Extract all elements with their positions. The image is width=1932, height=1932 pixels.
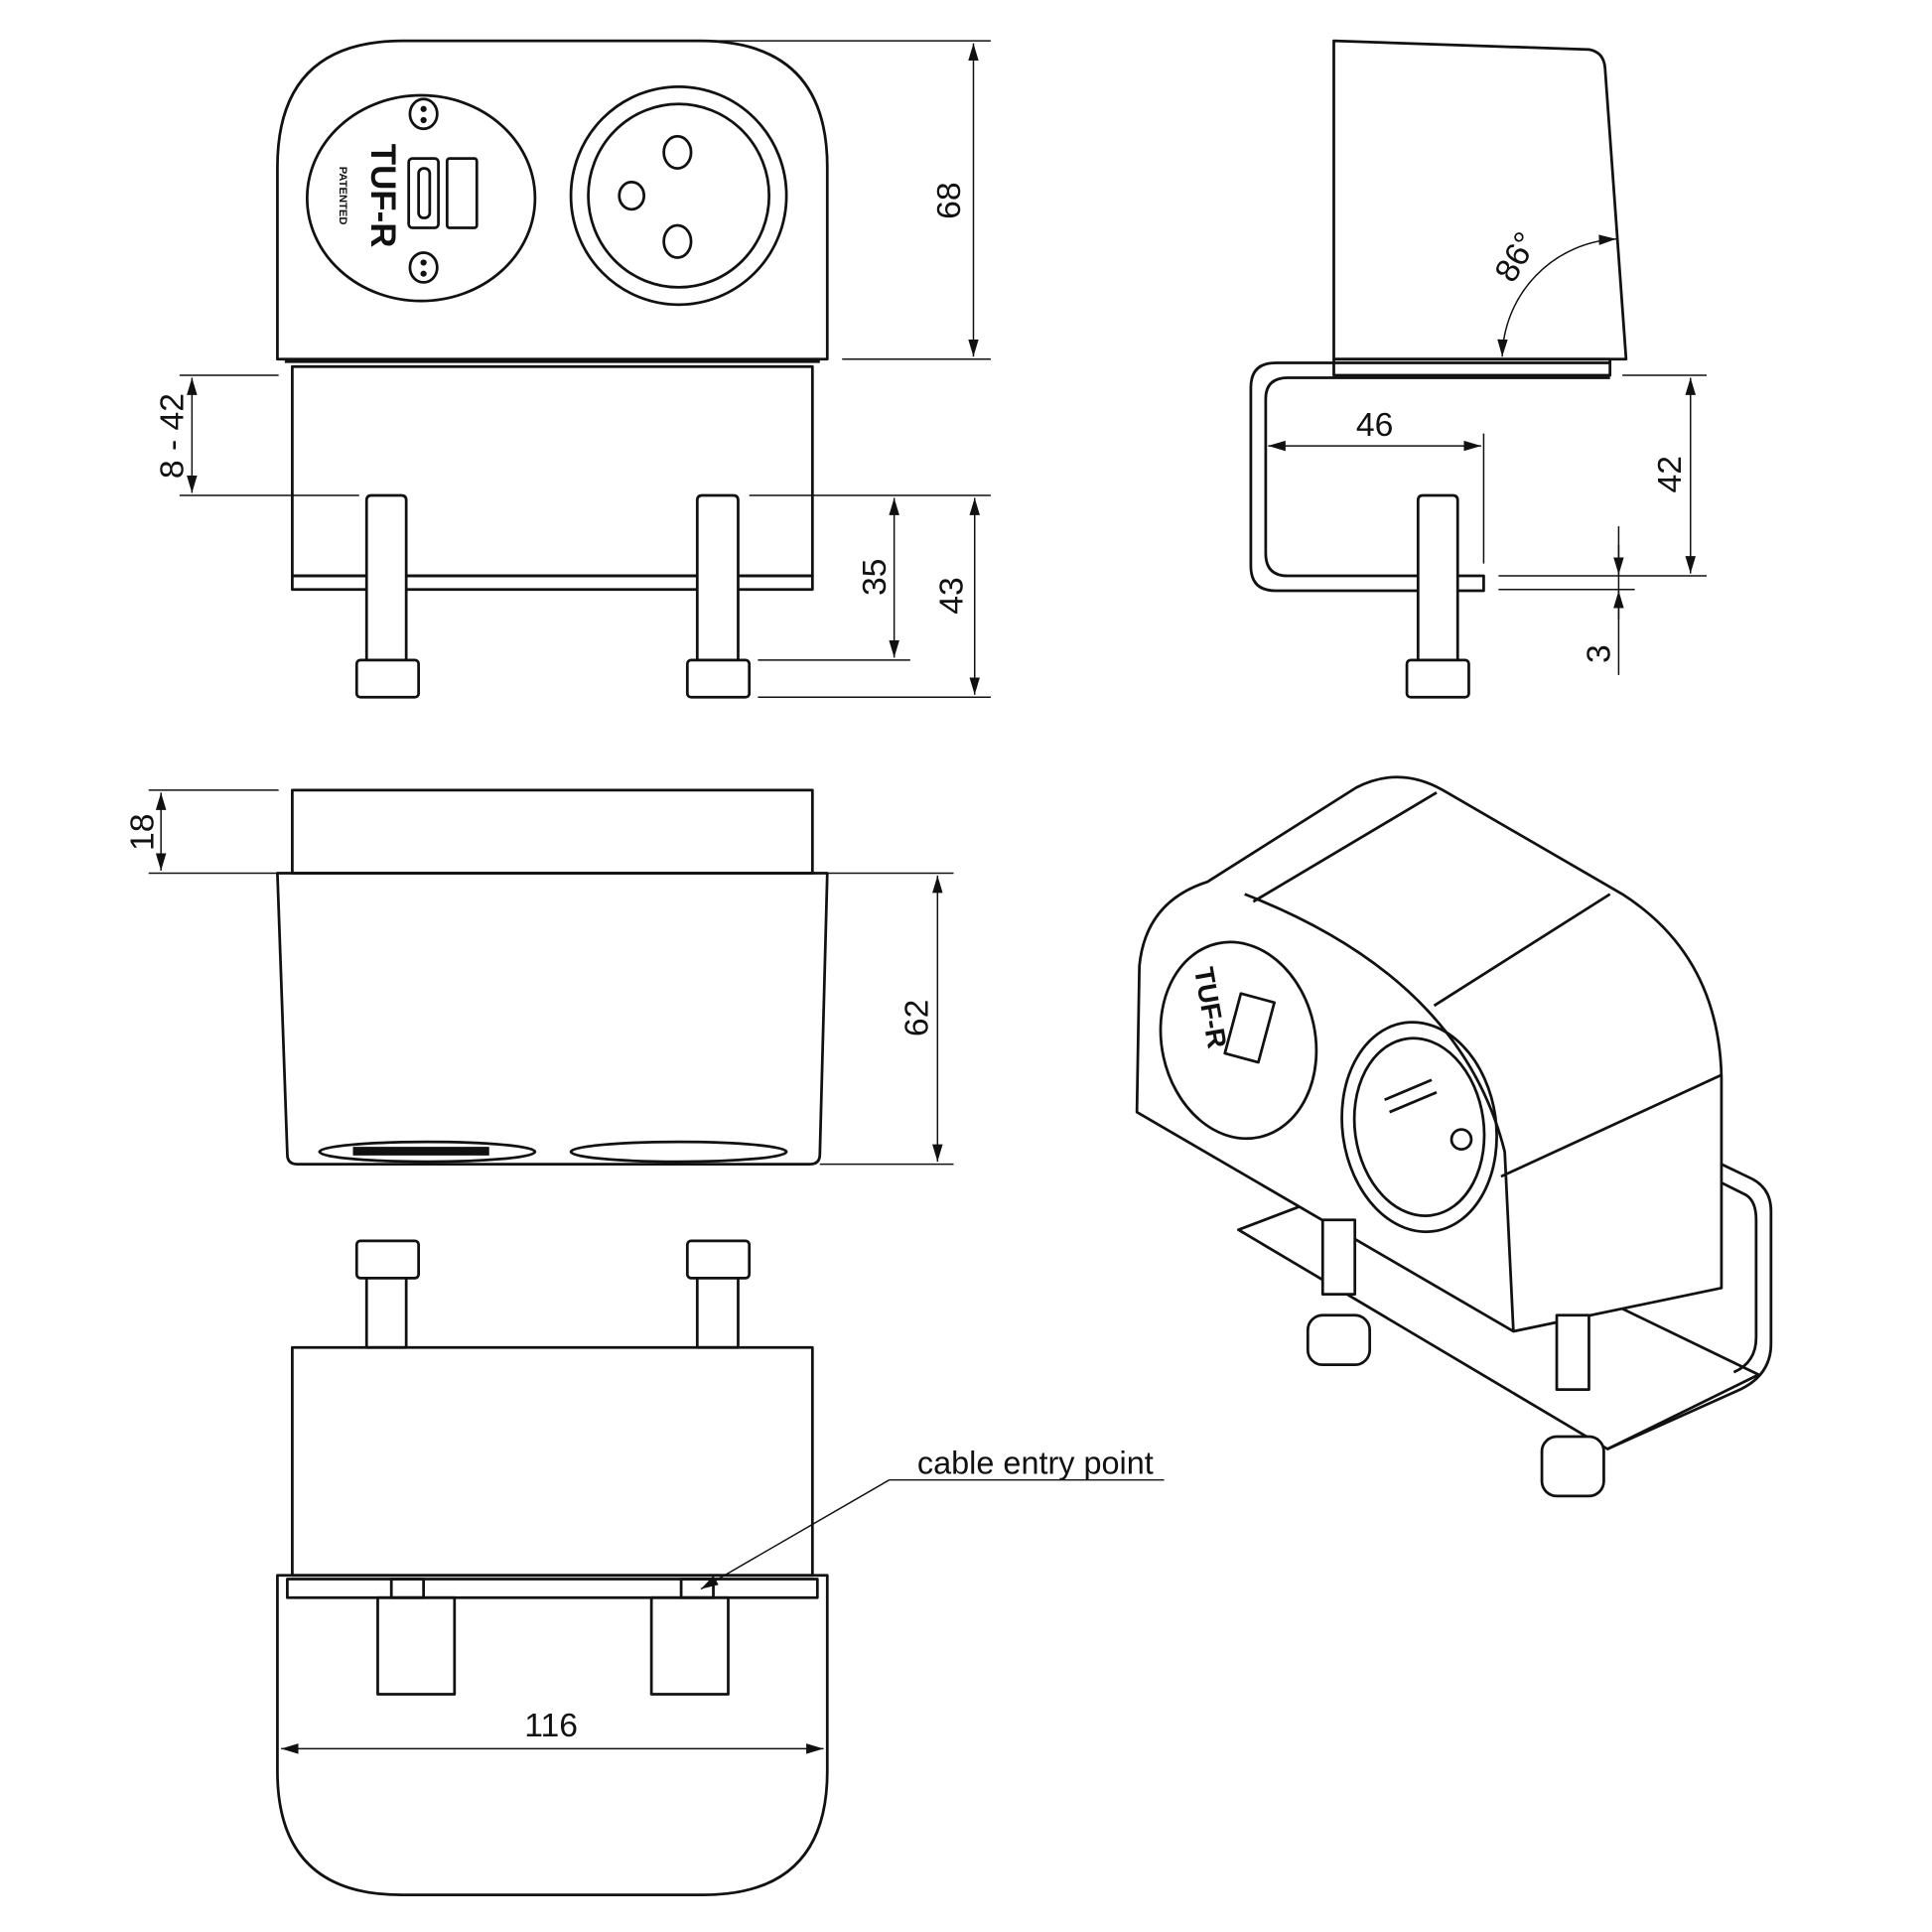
isometric-view: TUF-R bbox=[1135, 775, 1773, 1498]
dim-angle: 86° bbox=[1488, 226, 1546, 289]
dim-body-height: 62 bbox=[898, 1000, 935, 1036]
drawing-shape bbox=[1223, 992, 1276, 1064]
bottom-view: 116 cable entry point bbox=[276, 1239, 1165, 1896]
iso-socket-outer bbox=[1340, 1021, 1498, 1234]
dim-height: 68 bbox=[931, 182, 968, 218]
patent-text: PATENTED bbox=[337, 167, 348, 225]
drawing-shape bbox=[420, 270, 427, 277]
drawing-shape bbox=[408, 251, 439, 284]
bolt-side bbox=[1405, 493, 1470, 699]
drawing-shape bbox=[352, 1147, 489, 1156]
cable-block bbox=[376, 1595, 457, 1696]
drawing-shape bbox=[1332, 357, 1612, 377]
upper-block bbox=[291, 788, 814, 875]
usb-c-port bbox=[407, 157, 440, 229]
dim-bolt-inner: 35 bbox=[857, 559, 894, 596]
top-view: 18 62 bbox=[125, 788, 954, 1166]
iso-bolts bbox=[1306, 1218, 1605, 1498]
socket-hole bbox=[662, 223, 693, 259]
iso-earth-pin bbox=[1384, 1078, 1438, 1114]
drawing-shape bbox=[695, 1276, 740, 1349]
drawing-shape bbox=[389, 1578, 425, 1599]
drawing-shape bbox=[417, 167, 432, 219]
housing-side bbox=[1332, 39, 1628, 361]
drawing-shape bbox=[420, 105, 427, 112]
bolt-left bbox=[354, 493, 421, 699]
dim-plate-thickness: 3 bbox=[1582, 644, 1618, 663]
clamp-plate bbox=[291, 574, 814, 592]
drawing-shape bbox=[1449, 1128, 1473, 1151]
front-view: TUF-R PATENTED 68 8 - 42 35 43 bbox=[155, 39, 991, 699]
drawing-line bbox=[1500, 1073, 1723, 1178]
dim-bolt-total: 43 bbox=[933, 577, 970, 614]
dim-upper-height: 18 bbox=[125, 814, 162, 851]
clamp-base bbox=[291, 1345, 814, 1578]
drawing-shape bbox=[1555, 1313, 1590, 1391]
drawing-shape bbox=[364, 493, 408, 664]
cable-entry-label: cable entry point bbox=[917, 1445, 1154, 1480]
drawing-shape bbox=[1405, 658, 1470, 699]
drawing-shape bbox=[1320, 1218, 1357, 1296]
drawing-shape bbox=[695, 493, 740, 664]
drawing-shape bbox=[1416, 493, 1459, 664]
drawing-line bbox=[1252, 791, 1438, 903]
dim-thickness-range: 8 - 42 bbox=[155, 393, 192, 479]
drawing-shape bbox=[286, 1578, 819, 1599]
drawing-shape bbox=[420, 259, 427, 266]
drawing-shape bbox=[354, 1239, 421, 1280]
housing-outline bbox=[276, 39, 829, 361]
brand-text: TUF-R bbox=[363, 144, 402, 248]
drawing-shape bbox=[1497, 234, 1616, 357]
drawing-shape bbox=[685, 1239, 752, 1280]
drawing-shape bbox=[364, 1276, 408, 1349]
socket-hole bbox=[662, 134, 693, 171]
drawing-shape bbox=[1540, 1435, 1605, 1498]
drawing-shape bbox=[1306, 1313, 1372, 1367]
socket-inner bbox=[587, 102, 771, 289]
dim-clamp-height: 42 bbox=[1652, 456, 1689, 492]
housing-bottom bbox=[276, 1574, 829, 1896]
clamp-bracket bbox=[1249, 361, 1610, 593]
bolt-right bbox=[685, 493, 752, 699]
drawing-shape bbox=[318, 1140, 537, 1164]
cable-block bbox=[649, 1595, 730, 1696]
body-trapezoid bbox=[276, 872, 829, 1166]
earth-pin bbox=[618, 181, 646, 211]
usb-module bbox=[305, 93, 537, 303]
drawing-shape bbox=[685, 658, 752, 699]
iso-socket-inner bbox=[1352, 1036, 1486, 1217]
drawing-shape bbox=[679, 1578, 715, 1599]
drawing-shape bbox=[408, 97, 439, 131]
drawing-line bbox=[1433, 893, 1611, 1008]
usb-a-port bbox=[445, 157, 479, 229]
dim-width: 116 bbox=[524, 1708, 578, 1744]
side-view: 86° 46 42 3 bbox=[1249, 39, 1707, 699]
iso-usb-module bbox=[1159, 940, 1318, 1141]
socket-outer bbox=[569, 84, 788, 307]
bracket-upright bbox=[1606, 1163, 1773, 1450]
drawing-shape bbox=[420, 116, 427, 124]
drawing-shape bbox=[354, 658, 421, 699]
drawing-line bbox=[700, 1479, 891, 1590]
drawing-shape bbox=[569, 1140, 788, 1164]
dim-depth: 46 bbox=[1356, 407, 1393, 444]
